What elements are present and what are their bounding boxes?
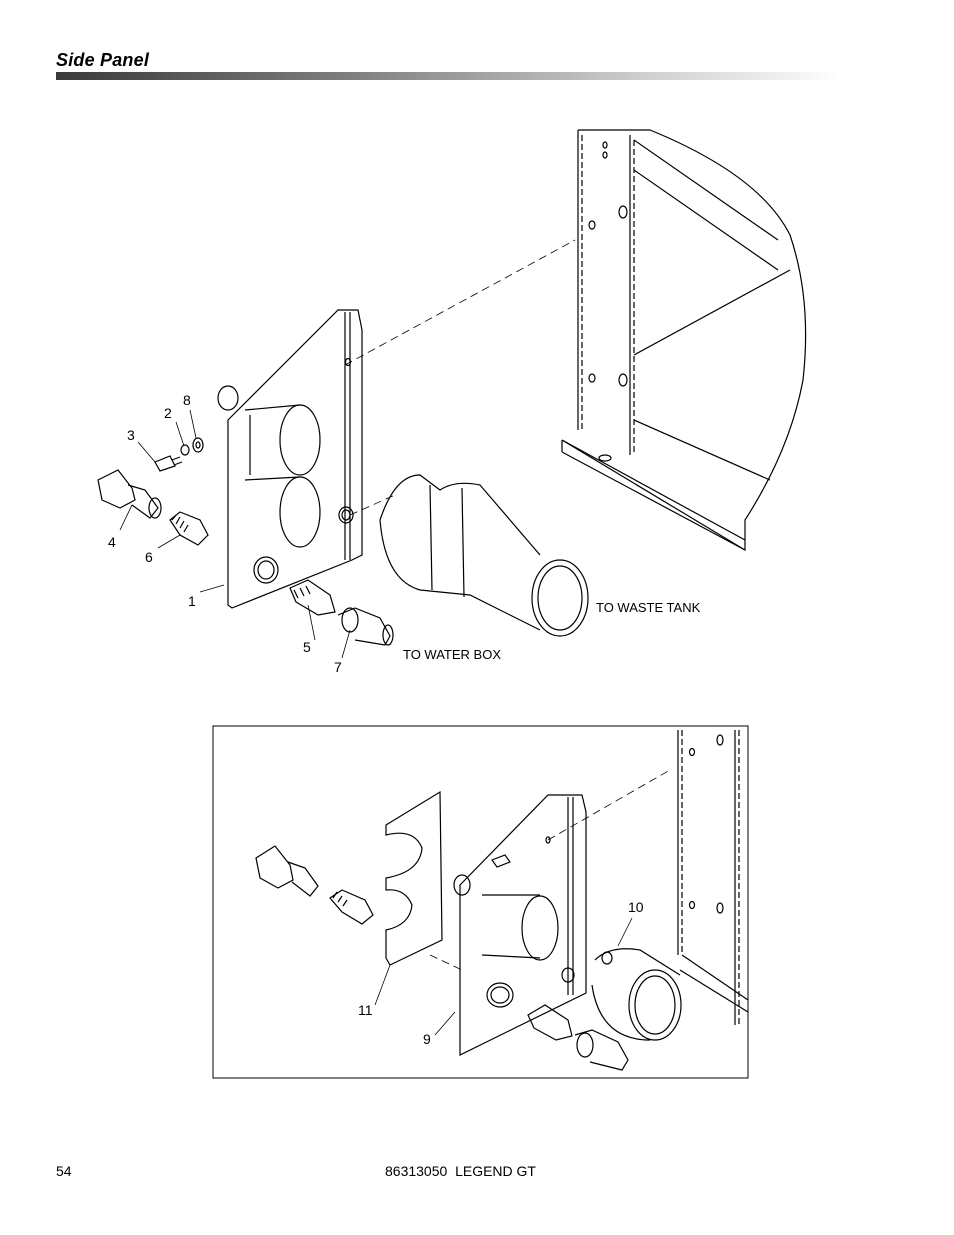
callout-3: 3 [127,427,135,443]
page-title: Side Panel [56,50,150,70]
hose-sleeves [217,385,321,584]
hose-barb-and-clamp [289,579,394,646]
callout-11: 11 [358,1002,373,1018]
note-to-waste-tank: TO WASTE TANK [596,600,701,615]
inset-frame [212,725,749,1079]
inset-frame-section [677,730,749,1025]
callout-2: 2 [164,405,172,421]
callout-9: 9 [423,1031,431,1047]
gasket-plate [385,790,443,966]
waste-tank-hose [379,474,589,637]
callout-4: 4 [108,534,116,550]
callout-7: 7 [334,659,342,675]
threaded-adapter [169,511,209,546]
leader-lines-top [119,409,351,659]
coupler-fitting [97,469,162,519]
callout-6: 6 [145,549,153,565]
bolt-and-washers [154,437,204,472]
machine-frame [561,129,807,552]
inset-hose-clamp [591,948,682,1041]
callout-10: 10 [628,899,644,915]
callout-8: 8 [183,392,191,408]
header-rule [56,72,844,80]
page-number: 54 [56,1163,72,1179]
document-reference: 86313050 LEGEND GT [385,1163,536,1179]
callout-5: 5 [303,639,311,655]
dashed-guide-lines [344,239,576,516]
inset-guide-lines [429,769,671,971]
note-to-water-box: TO WATER BOX [403,647,501,662]
inset-fittings [255,845,629,1071]
inset-side-plate [453,794,587,1056]
side-panel-plate [227,309,363,609]
leader-lines-inset [374,917,633,1036]
callout-1: 1 [188,593,196,609]
